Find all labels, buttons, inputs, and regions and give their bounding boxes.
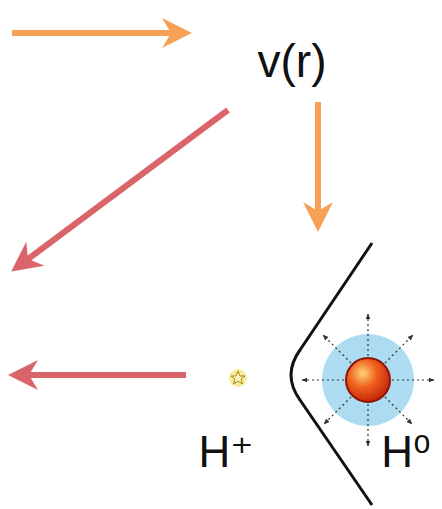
outgoing-arrow [14, 372, 186, 378]
incoming-arrow [12, 30, 186, 36]
neutral-label: H⁰ [381, 430, 430, 474]
halo [322, 334, 414, 426]
neutral-atom [346, 358, 390, 402]
downward-arrow [315, 102, 321, 226]
star-marker [229, 369, 247, 387]
ion-label: H⁺ [199, 430, 254, 474]
deflected-arrow [16, 110, 228, 268]
velocity-label: v(r) [258, 38, 327, 84]
radiation-arrows [302, 314, 434, 446]
